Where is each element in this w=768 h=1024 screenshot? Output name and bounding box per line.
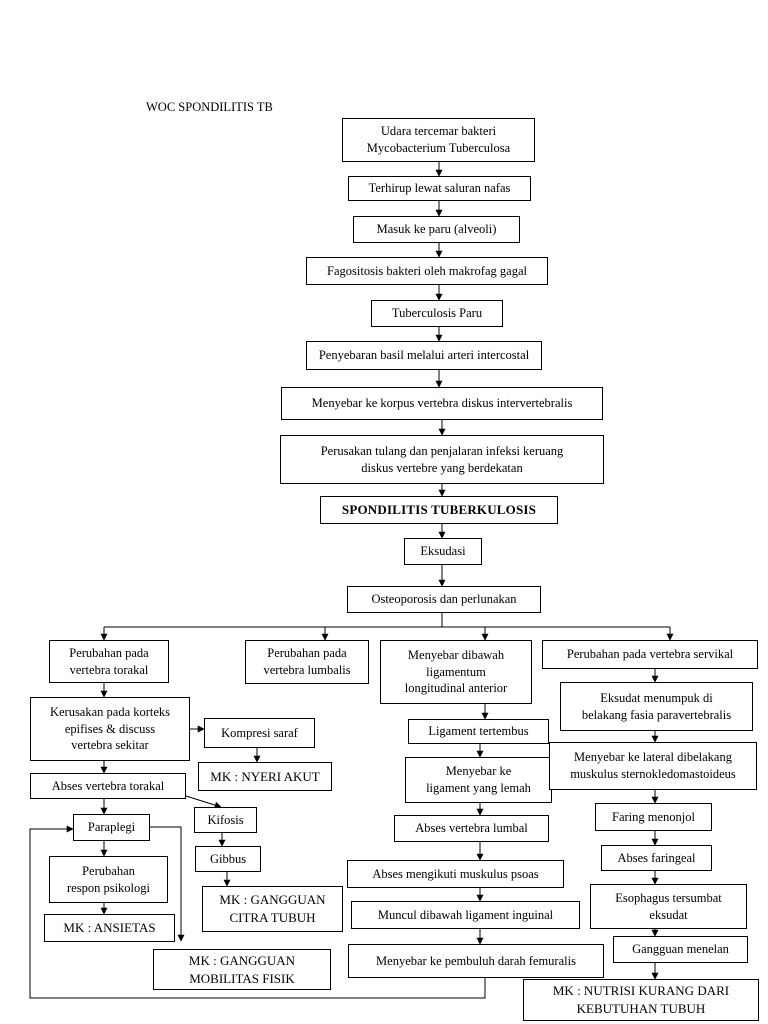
node-abses-lumbal: Abses vertebra lumbal (394, 815, 549, 842)
page-title: WOC SPONDILITIS TB (146, 100, 273, 114)
node-eksudat: Eksudat menumpuk di belakang fasia parav… (560, 682, 753, 731)
arrow-paraplegi-mobilitas (150, 826, 185, 942)
node-perusakan: Perusakan tulang dan penjalaran infeksi … (280, 435, 604, 484)
node-kerusakan: Kerusakan pada korteks epifises & discus… (30, 697, 190, 761)
node-dibawah-lig: Menyebar dibawah ligamentum longitudinal… (380, 640, 532, 704)
node-kifosis: Kifosis (194, 807, 257, 833)
arrow-abses-kifosis (185, 795, 222, 809)
node-mk-nutrisi: MK : NUTRISI KURANG DARI KEBUTUHAN TUBUH (523, 979, 759, 1021)
node-masuk: Masuk ke paru (alveoli) (353, 216, 520, 243)
node-lumbalis: Perubahan pada vertebra lumbalis (245, 640, 369, 684)
node-muncul-inguinal: Muncul dibawah ligament inguinal (351, 901, 580, 929)
node-perubahan-psiko: Perubahan respon psikologi (49, 856, 168, 903)
node-mk-nyeri: MK : NYERI AKUT (198, 762, 332, 791)
node-abses-psoas: Abses mengikuti muskulus psoas (347, 860, 564, 888)
node-torakal: Perubahan pada vertebra torakal (49, 640, 169, 683)
node-gibbus: Gibbus (195, 846, 261, 872)
node-faring: Faring menonjol (595, 803, 712, 831)
node-osteoporosis: Osteoporosis dan perlunakan (347, 586, 541, 613)
node-terhirup: Terhirup lewat saluran nafas (348, 176, 531, 201)
node-paraplegi: Paraplegi (73, 814, 150, 841)
node-udara: Udara tercemar bakteri Mycobacterium Tub… (342, 118, 535, 162)
arrow-feedback-paraplegi (29, 825, 486, 999)
node-mk-mobilitas: MK : GANGGUAN MOBILITAS FISIK (153, 949, 331, 990)
node-lateral: Menyebar ke lateral dibelakang muskulus … (549, 742, 757, 790)
node-menyebar-korpus: Menyebar ke korpus vertebra diskus inter… (281, 387, 603, 420)
node-menelan: Gangguan menelan (613, 936, 748, 963)
node-abses-torakal: Abses vertebra torakal (30, 773, 186, 799)
node-servikal: Perubahan pada vertebra servikal (542, 640, 758, 669)
node-mk-ansietas: MK : ANSIETAS (44, 914, 175, 942)
node-lig-lemah: Menyebar ke ligament yang lemah (405, 757, 552, 803)
node-femuralis: Menyebar ke pembuluh darah femuralis (348, 944, 604, 978)
node-esophagus: Esophagus tersumbat eksudat (590, 884, 747, 929)
node-lig-tertembus: Ligament tertembus (408, 719, 549, 744)
node-tb-paru: Tuberculosis Paru (371, 300, 503, 327)
node-eksudasi: Eksudasi (404, 538, 482, 565)
node-kompresi: Kompresi saraf (204, 718, 315, 748)
node-spondilitis: SPONDILITIS TUBERKULOSIS (320, 496, 558, 524)
node-abses-faringeal: Abses faringeal (601, 845, 712, 871)
node-penyebaran: Penyebaran basil melalui arteri intercos… (306, 341, 542, 370)
node-fagositosis: Fagositosis bakteri oleh makrofag gagal (306, 257, 548, 285)
node-mk-citra: MK : GANGGUAN CITRA TUBUH (202, 886, 343, 932)
